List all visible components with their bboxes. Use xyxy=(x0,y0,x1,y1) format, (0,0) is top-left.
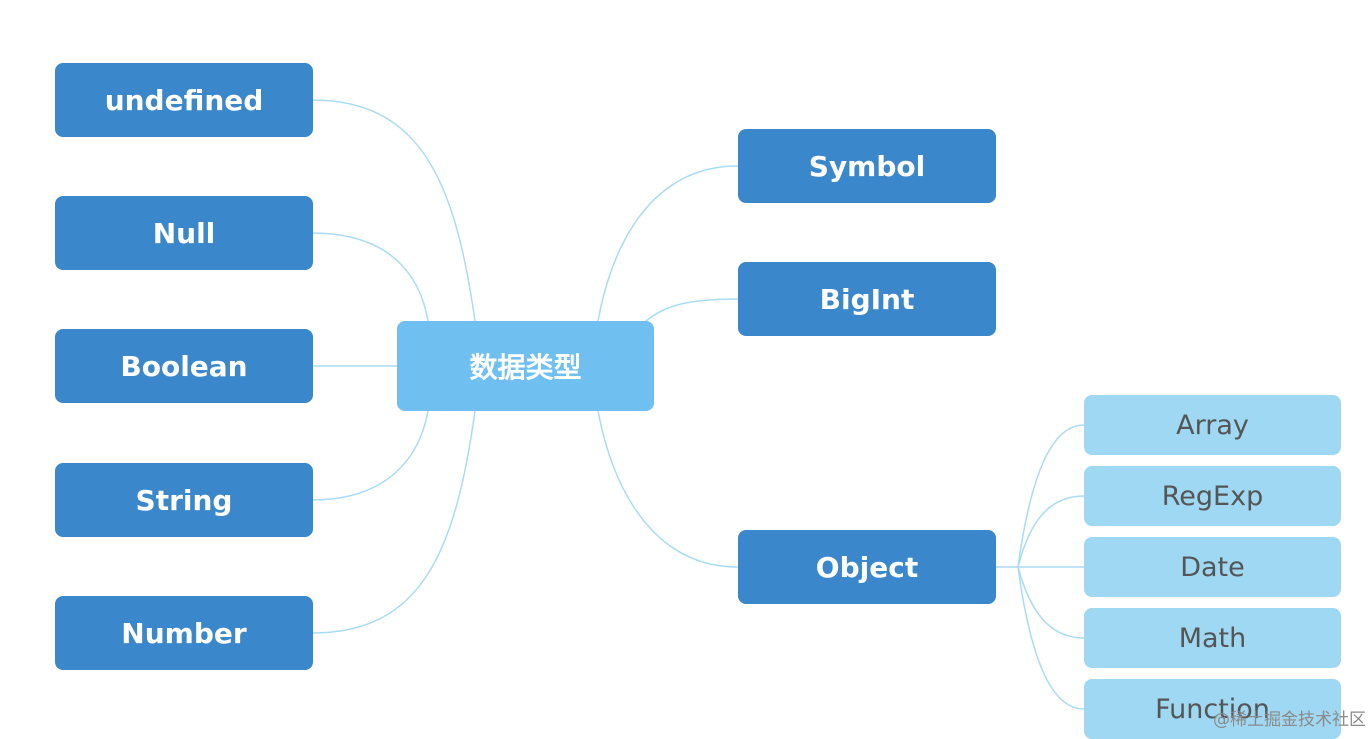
link-string xyxy=(311,410,429,501)
watermark-text: @稀土掘金技术社区 xyxy=(1213,710,1366,730)
root-node-data-types[interactable]: 数据类型 xyxy=(397,321,654,411)
link-object xyxy=(597,410,739,568)
node-math[interactable]: Math xyxy=(1084,608,1341,668)
node-date[interactable]: Date xyxy=(1084,537,1341,597)
node-array[interactable]: Array xyxy=(1084,395,1341,455)
link-regexp xyxy=(1017,495,1085,568)
link-math xyxy=(1017,566,1085,639)
link-number xyxy=(311,410,476,634)
node-function[interactable]: Function xyxy=(1084,679,1341,739)
link-null xyxy=(311,232,429,322)
node-bigint[interactable]: BigInt xyxy=(738,262,996,336)
node-regexp[interactable]: RegExp xyxy=(1084,466,1341,526)
node-symbol[interactable]: Symbol xyxy=(738,129,996,203)
node-undefined[interactable]: undefined xyxy=(55,63,313,137)
link-bigint xyxy=(645,298,739,322)
node-object[interactable]: Object xyxy=(738,530,996,604)
node-string[interactable]: String xyxy=(55,463,313,537)
node-number[interactable]: Number xyxy=(55,596,313,670)
link-function xyxy=(1017,566,1085,710)
link-symbol xyxy=(597,165,739,322)
node-boolean[interactable]: Boolean xyxy=(55,329,313,403)
link-array xyxy=(996,424,1085,568)
node-null[interactable]: Null xyxy=(55,196,313,270)
link-undefined xyxy=(311,99,476,322)
